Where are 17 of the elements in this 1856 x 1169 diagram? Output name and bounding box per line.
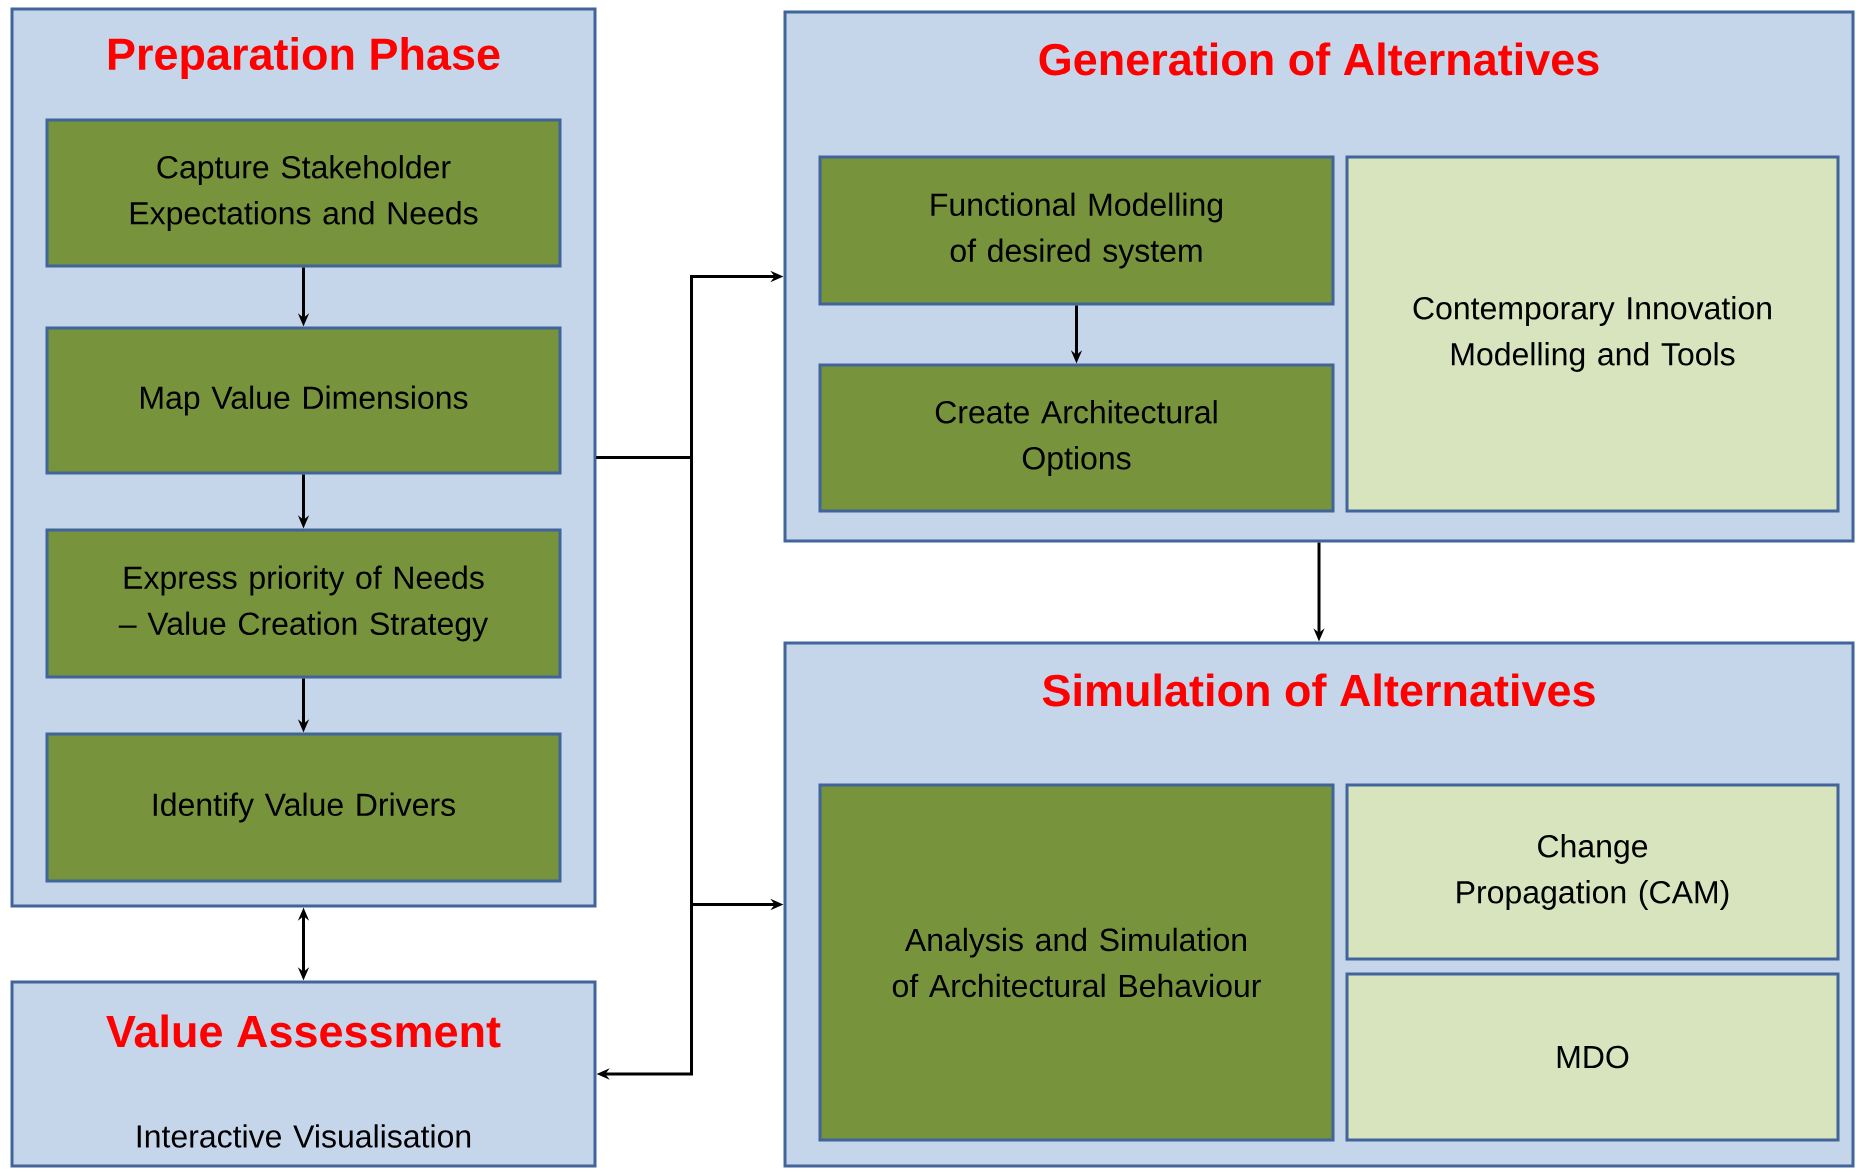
- process-box: Analysis and Simulation of Architectural Behaviour: [818, 783, 1335, 1142]
- panel-heading: Preparation Phase: [108, 37, 500, 79]
- process-box: Identify Value Drivers: [45, 732, 562, 883]
- process-box: Map Value Dimensions: [45, 326, 562, 475]
- process-box: Change Propagation (CAM): [1345, 783, 1840, 961]
- arrow: [596, 456, 693, 1080]
- panel-heading: Simulation of Alternatives: [1042, 673, 1595, 707]
- process-box: Capture Stakeholder Expectations and Needs: [45, 118, 562, 268]
- panel: [10, 980, 597, 1168]
- process-box: Functional Modelling of desired system: [818, 155, 1335, 306]
- process-box: MDO: [1345, 972, 1840, 1142]
- panel-heading: Value Assessment: [106, 1014, 501, 1048]
- panel-text: Interactive Visualisation: [137, 1124, 471, 1148]
- process-box: Create Architectural Options: [818, 363, 1335, 513]
- process-box: Express priority of Needs – Value Creation Strategy: [45, 528, 562, 679]
- process-box: Contemporary Innovation Modelling and Tools: [1345, 155, 1840, 513]
- panel-heading: Generation of Alternatives: [1039, 42, 1599, 76]
